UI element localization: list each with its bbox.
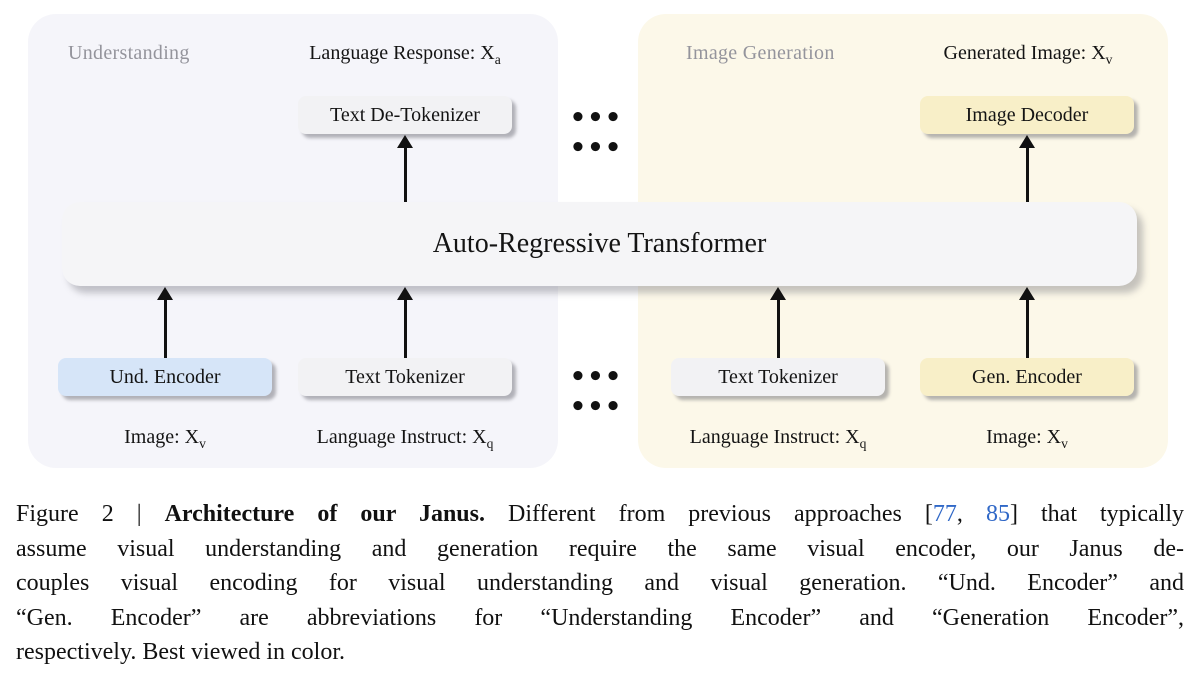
arrow-shaft [403,148,407,202]
citation-link-85[interactable]: 85 [985,501,1010,527]
text-tokenizer-box-left: Text Tokenizer [298,358,512,396]
citation-link-77[interactable]: 77 [932,501,957,527]
figure-caption: Figure 2 | Architecture of our Janus. Di… [16,497,1184,670]
gen-encoder-box: Gen. Encoder [920,358,1134,396]
language-instruct-label-right: Language Instruct: Xq [643,426,913,452]
arrowhead-up-icon [397,135,413,148]
caption-line-4: “Gen. Encoder” are abbreviations for “Un… [16,604,1184,631]
arrowhead-up-icon [770,287,786,300]
image-generation-panel-title: Image Generation [686,42,835,64]
label-text: Language Instruct: X [316,426,487,448]
generated-image-label: Generated Image: Xv [918,42,1138,68]
label-subscript: q [859,436,867,451]
label-subscript: a [494,52,501,67]
arrow-shaft [163,300,167,358]
arrowhead-up-icon [1019,287,1035,300]
caption-text: , [956,501,986,527]
ellipsis-dots-top: ••• ••• [569,103,623,163]
arrow-transformer-to-de-tokenizer [397,135,413,202]
label-text: Image: X [986,426,1062,448]
caption-line-5: respectively. Best viewed in color. [16,639,346,665]
arrow-gen-encoder-to-transformer [1019,287,1035,358]
und-encoder-box: Und. Encoder [58,358,272,396]
label-subscript: v [1105,52,1113,67]
arrow-text-tokenizer-left-to-transformer [397,287,413,358]
caption-text: ] that typically [1009,501,1184,527]
caption-text: Different from previous approaches [ [485,501,933,527]
auto-regressive-transformer-box: Auto-Regressive Transformer [62,202,1137,286]
label-subscript: q [486,436,494,451]
arrow-shaft [1025,148,1029,202]
arrowhead-up-icon [157,287,173,300]
arrow-shaft [776,300,780,358]
arrow-text-tokenizer-right-to-transformer [770,287,786,358]
label-text: Generated Image: X [943,42,1106,64]
label-subscript: v [1061,436,1068,451]
text-de-tokenizer-box: Text De-Tokenizer [298,96,512,134]
arrowhead-up-icon [1019,135,1035,148]
caption-figure-number: Figure 2 | [16,501,165,527]
label-text: Language Instruct: X [689,426,860,448]
language-instruct-label-left: Language Instruct: Xq [270,426,540,452]
text-tokenizer-box-right: Text Tokenizer [671,358,885,396]
label-text: Image: X [124,426,200,448]
arrow-shaft [1025,300,1029,358]
caption-line-3: couples visual encoding for visual under… [16,570,1184,596]
ellipsis-dots-bottom: ••• ••• [569,362,623,422]
arrowhead-up-icon [397,287,413,300]
arrow-und-encoder-to-transformer [157,287,173,358]
understanding-panel-title: Understanding [68,42,190,64]
image-decoder-box: Image Decoder [920,96,1134,134]
arrow-transformer-to-image-decoder [1019,135,1035,202]
label-text: Language Response: X [309,42,495,64]
arrow-shaft [403,300,407,358]
language-response-label: Language Response: Xa [288,42,522,68]
caption-line-1: Figure 2 | Architecture of our Janus. Di… [16,497,1184,532]
image-input-label-right: Image: Xv [920,426,1134,452]
label-subscript: v [199,436,206,451]
caption-line-2: assume visual understanding and generati… [16,535,1184,562]
image-input-label-left: Image: Xv [58,426,272,452]
caption-bold-title: Architecture of our Janus. [164,501,485,527]
